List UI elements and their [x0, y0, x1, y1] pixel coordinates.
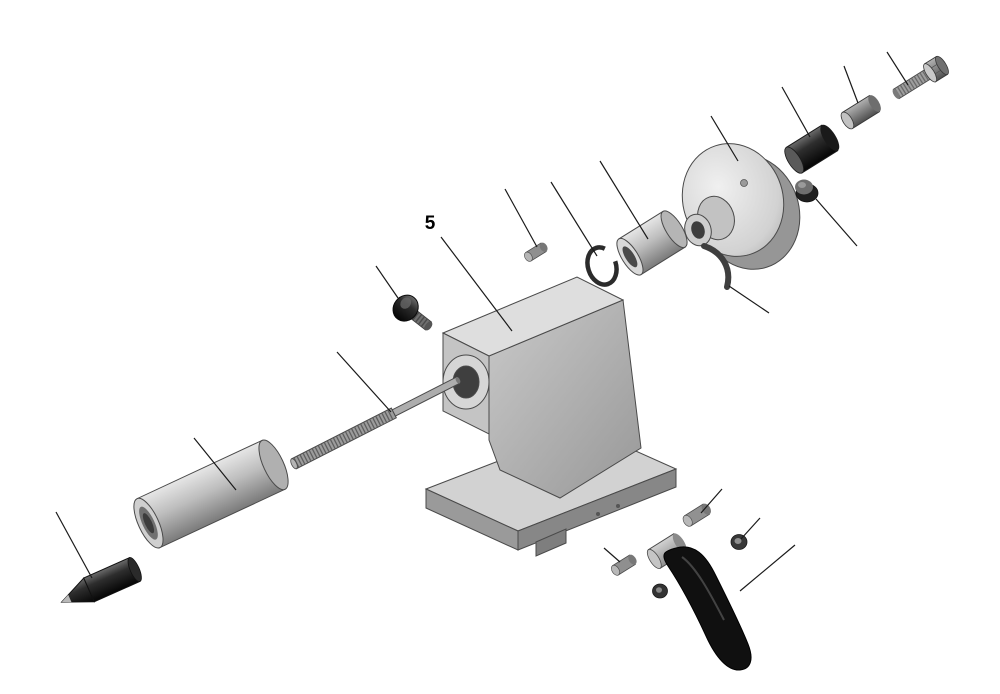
flange-hole	[740, 179, 748, 187]
leader-handle-pin-b	[603, 547, 621, 563]
leader-spindle-pin	[504, 188, 538, 248]
leader-handle	[739, 544, 796, 592]
leader-handle-washer	[740, 517, 761, 540]
leader-lines	[55, 51, 909, 592]
callout-number-5: 5	[425, 213, 436, 234]
leader-snap-ring	[550, 181, 598, 257]
handle-lever-highlight	[681, 556, 725, 621]
leader-bushing	[781, 86, 811, 138]
handle-pin-b	[611, 554, 637, 576]
handle-washer-a	[730, 534, 748, 550]
leader-coupling	[843, 65, 859, 104]
leader-hex-bolt	[886, 51, 909, 86]
spindle-pin	[524, 242, 548, 262]
ram-shaft	[290, 376, 461, 470]
spindle-sleeve	[616, 210, 688, 276]
handle-lever	[663, 546, 752, 671]
leader-flange	[710, 115, 739, 162]
handle-pin-a	[682, 503, 711, 527]
tailstock-body	[424, 276, 678, 557]
hex-bolt	[892, 55, 949, 100]
leader-knob	[815, 198, 858, 247]
base-screw-hole	[596, 512, 600, 516]
coupling-cylinder	[840, 94, 881, 130]
leader-outer-sleeve	[193, 437, 237, 491]
knob-nut	[795, 179, 819, 203]
base-foot-step	[535, 528, 567, 557]
base-screw-hole	[616, 504, 620, 508]
button-head-screw	[392, 294, 433, 331]
dead-center-point	[60, 557, 142, 603]
retaining-clamp	[701, 243, 732, 290]
leader-handle-pin-a	[700, 488, 723, 514]
handle-washer-b	[652, 583, 668, 599]
leader-shaft	[336, 351, 392, 413]
leader-body	[440, 236, 513, 332]
leader-dead-center	[55, 511, 93, 579]
snap-ring	[585, 245, 619, 287]
outer-sleeve-cylinder	[133, 439, 289, 549]
black-bushing	[784, 124, 840, 174]
leader-button-screw	[375, 265, 399, 299]
flange-hub-bore	[691, 221, 705, 239]
base-front-right-face	[517, 468, 677, 551]
leader-sleeve	[599, 160, 649, 240]
leader-clamp	[728, 285, 770, 314]
